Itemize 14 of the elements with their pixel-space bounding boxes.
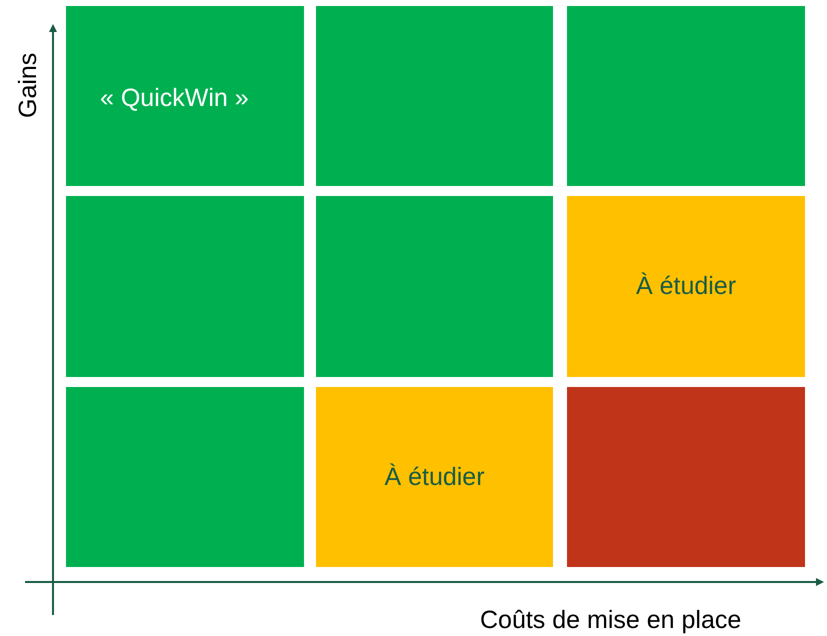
matrix-cell <box>567 196 805 377</box>
matrix-cell <box>567 387 805 567</box>
matrix-cell <box>316 196 553 377</box>
axis-title: Gains <box>14 52 43 118</box>
matrix-cell <box>66 196 304 377</box>
matrix-cell <box>66 387 304 567</box>
matrix-cell <box>316 387 553 567</box>
matrix-cell <box>66 6 304 186</box>
axis-title: Coûts de mise en place <box>480 606 742 635</box>
cell-label: À étudier <box>384 462 485 492</box>
matrix-cell <box>567 6 805 186</box>
cell-label: À étudier <box>636 272 736 301</box>
matrix-cell <box>316 6 553 186</box>
cell-label: « QuickWin » <box>100 84 249 113</box>
